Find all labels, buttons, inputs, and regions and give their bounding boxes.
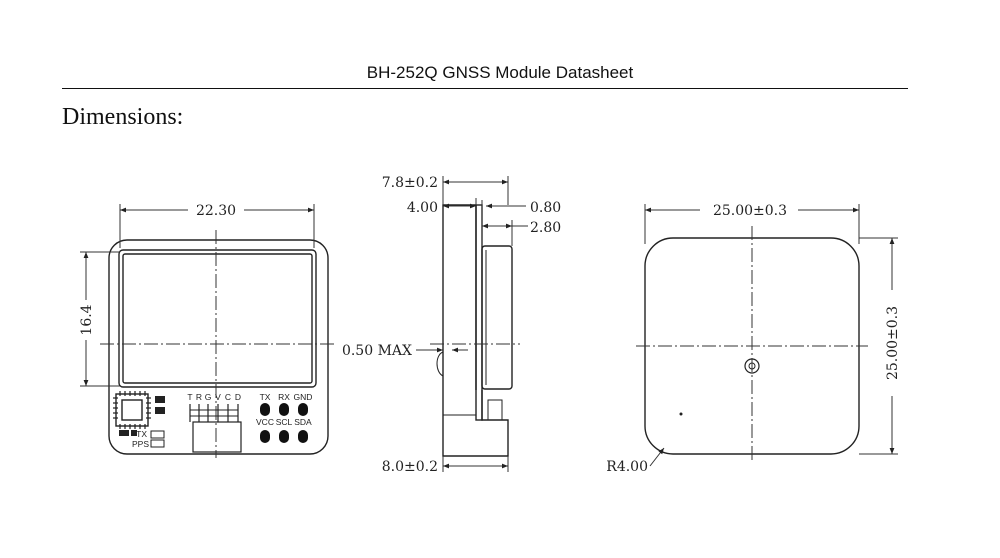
chip-pins	[113, 391, 151, 429]
pad-label-tx: TX	[260, 392, 271, 402]
pad-label-vcc: VCC	[256, 417, 274, 427]
front-view-outline	[108, 239, 329, 455]
side-connector	[487, 399, 503, 421]
bottom-thickness-label: 8.0±0.2	[382, 459, 438, 475]
document-title: BH-252Q GNSS Module Datasheet	[366, 63, 634, 82]
pad-label-scl: SCL	[276, 417, 293, 427]
marker-dot	[679, 412, 683, 416]
gap-label: 0.50 MAX	[342, 343, 412, 359]
svg-text:T: T	[187, 392, 192, 402]
svg-text:G: G	[205, 392, 212, 402]
front-width-label: 22.30	[196, 203, 236, 219]
component-2	[155, 407, 165, 414]
radius-label: R4.00	[606, 459, 648, 475]
pcb-thickness-label: 0.80	[530, 200, 561, 216]
base-thickness-label: 4.00	[407, 200, 438, 216]
front-height-label: 16.4	[79, 304, 95, 335]
svg-text:V: V	[215, 392, 221, 402]
total-thickness-label: 7.8±0.2	[382, 175, 438, 191]
component-1	[155, 396, 165, 403]
section-heading: Dimensions:	[62, 104, 184, 130]
side-antenna	[481, 245, 513, 390]
gnss-chip	[115, 393, 149, 427]
pin-header: T R G V C D	[187, 392, 242, 453]
led-label-pps: PPS	[132, 439, 149, 449]
front-view: 22.30 16.4 TX PPS T R G V C	[79, 203, 335, 458]
component-4	[131, 430, 137, 436]
pad-label-gnd: GND	[294, 392, 313, 402]
back-height-label: 25.00±0.3	[885, 306, 901, 380]
side-pcb	[475, 204, 483, 421]
antenna-patch-outline	[118, 249, 317, 388]
back-view: 25.00±0.3 25.00±0.3 R4.00	[606, 203, 901, 475]
antenna-patch-inner	[122, 253, 313, 384]
led-label-tx: TX	[136, 429, 147, 439]
pad-label-rx: RX	[278, 392, 290, 402]
pps-led	[150, 439, 165, 448]
solder-pads: TX RX GND VCC SCL SDA	[256, 392, 312, 443]
side-view: 7.8±0.2 4.00 0.80 2.80 0.50 MAX 8.0±0.2	[342, 175, 561, 475]
pad-label-sda: SDA	[294, 417, 312, 427]
feed-point	[744, 358, 760, 374]
svg-text:C: C	[225, 392, 231, 402]
back-width-label: 25.00±0.3	[713, 203, 787, 219]
title-divider	[62, 88, 908, 89]
tx-led	[150, 430, 165, 439]
svg-text:R: R	[196, 392, 202, 402]
svg-text:D: D	[235, 392, 241, 402]
component-3	[119, 430, 129, 436]
antenna-thickness-label: 2.80	[530, 220, 561, 236]
